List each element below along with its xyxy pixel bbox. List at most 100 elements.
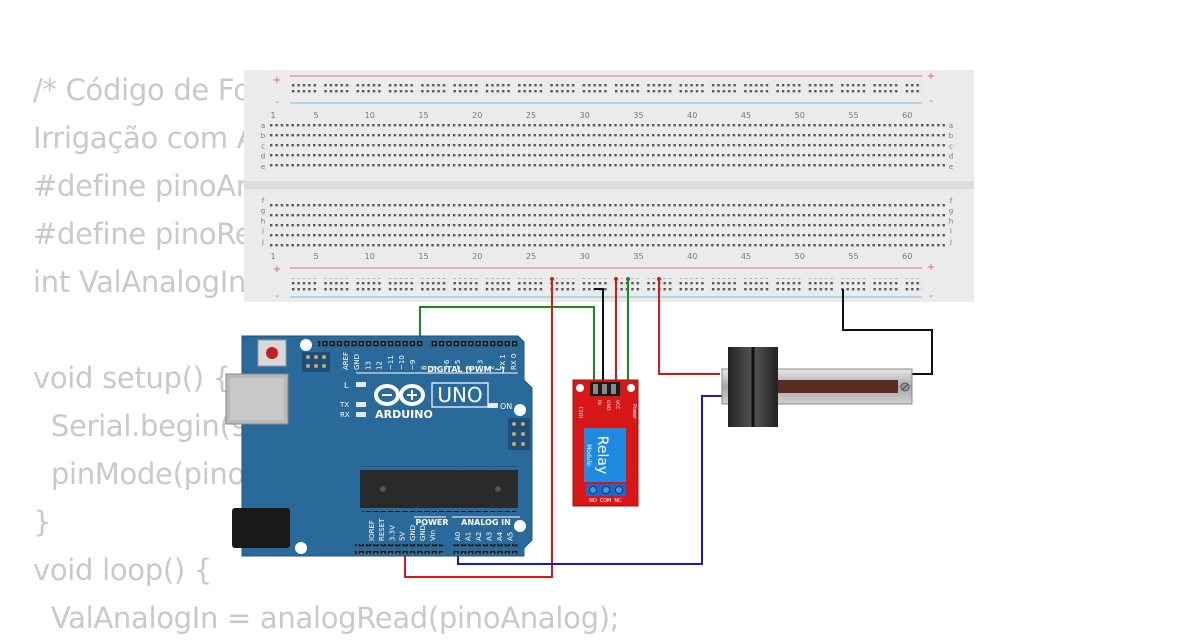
led-on [488,403,498,408]
power-header [355,544,443,554]
wire-end [657,277,661,281]
digital-pin-label: RX 0 [510,354,518,370]
digital-pin-label: ~10 [398,355,406,370]
row-letter: d [949,153,953,161]
column-number: 10 [365,111,375,120]
row-letter: f [950,197,953,205]
column-number: 55 [848,252,858,261]
power-pin-label: GND [419,525,427,541]
code-line: } [33,505,52,539]
analog-pin-label: A2 [475,532,483,541]
column-number: 1 [270,111,275,120]
chip-pins-top [362,466,516,470]
rail-plus-label: + [273,75,281,86]
analog-pin-label: A5 [507,532,515,541]
wire-green-d8-to-relay-in [419,306,595,380]
breadboard-center-channel [244,181,974,189]
relay-pin-label: VCC [614,400,620,409]
slide-potentiometer[interactable] [721,347,913,427]
row-letter: j [949,238,952,246]
digital-pin-label: 4 [465,365,473,370]
column-number: 55 [848,111,858,120]
column-number: 15 [418,111,428,120]
mounting-hole [514,404,526,416]
mounting-hole [295,542,307,554]
power-rail-bottom [292,278,922,292]
led-on-label: ON [500,402,512,411]
column-number: 5 [313,252,318,261]
led-rx [356,412,366,417]
power-section-label: POWER [415,518,448,527]
arduino-brand-label: ARDUINO [375,408,433,421]
pot-track [778,380,898,393]
relay-side-label-right: Power [631,404,637,420]
wire-red-5v [404,279,553,578]
row-letter: b [261,132,266,140]
row-letter: b [949,132,954,140]
analog-header [452,544,519,554]
digital-pin-label: ~5 [454,360,462,370]
column-number: 1 [270,252,275,261]
rail-minus-label: - [929,291,933,302]
relay-subtitle: Module [585,444,592,466]
rail-plus-label: + [273,264,281,275]
power-pin-label: GND [409,525,417,541]
row-letter: c [949,142,953,150]
column-number: 40 [687,252,697,261]
power-pin-label: Vin [429,530,437,541]
wire-black-gnd-to-relay [594,288,604,380]
relay-mount-hole [627,384,635,392]
relay-title: Relay [594,436,610,474]
wire-end [614,277,618,281]
column-number: 15 [418,252,428,261]
column-number: 40 [687,111,697,120]
wire-red-pot-vcc [658,279,720,375]
column-number: 25 [526,111,536,120]
row-letter: c [261,142,265,150]
code-line: int ValAnalogIn; [33,265,256,299]
rail-plus-label: + [927,262,935,273]
led-rx-label: RX [340,411,350,419]
terminal-strip-bottom [270,199,945,249]
column-number: 25 [526,252,536,261]
digital-pin-label: GND [353,354,361,370]
column-number: 20 [472,252,482,261]
rail-minus-label: - [275,291,279,302]
code-line: void setup() { [33,361,231,395]
digital-pin-label: 13 [364,361,372,370]
relay-terminal-label: NC [614,498,622,504]
reset-button-cap[interactable] [266,347,278,359]
icsp-header-right [508,418,530,450]
analog-pin-label: A4 [496,531,504,541]
wire-blue-a0-to-pot [457,395,722,565]
rail-minus-label: - [275,97,279,108]
digital-pin-label: 12 [376,361,384,370]
led-tx-label: TX [339,401,349,409]
rail-plus-label: + [927,71,935,82]
analog-pin-label: A3 [486,532,494,541]
analog-in-label: ANALOG IN [461,518,511,527]
wire-end [550,277,554,281]
analog-pin-label: A0 [454,532,462,541]
rail-minus-label: - [929,96,933,107]
digital-pwm-label: DIGITAL (PWM ~) [427,365,505,374]
column-number: 50 [795,111,805,120]
digital-header-right [430,339,518,349]
digital-pin-label: ~9 [409,360,417,370]
led-l-label: L [344,381,349,390]
row-letter: e [949,163,953,171]
digital-pin-label: 2 [488,366,496,370]
code-line: ValAnalogIn = analogRead(pinoAnalog); [33,601,620,635]
row-letter: i [950,228,952,236]
relay-pin-label: IN [596,400,602,405]
digital-pin-label: ~6 [443,359,451,370]
analog-pin-label: A1 [465,532,473,541]
row-letter: e [261,163,265,171]
